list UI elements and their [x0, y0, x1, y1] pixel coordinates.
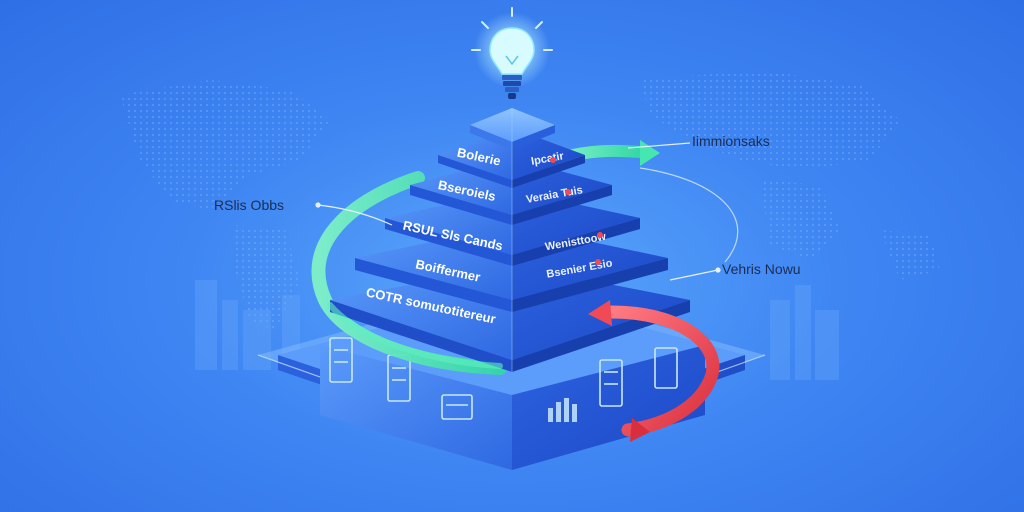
- pyramid-base-block: [320, 337, 705, 470]
- tier-4-marker: [595, 259, 601, 265]
- green-arrow-front: [327, 302, 503, 369]
- bar-chart-icon: [548, 398, 577, 422]
- world-map-icon: [120, 70, 940, 330]
- light-bulb-icon: [471, 7, 553, 99]
- tier-1-marker: [550, 157, 556, 163]
- callout-left: RSlis Obbs: [214, 197, 285, 213]
- tier-3-marker: [597, 232, 603, 238]
- tier-1-right-label: Ipcatir: [530, 150, 565, 168]
- callout-top-right: Iimmionsaks: [692, 133, 770, 149]
- tier-2-marker: [565, 189, 571, 195]
- callout-right: Vehris Nowu: [722, 261, 801, 277]
- red-cycle-arrow: [588, 300, 720, 442]
- callout-lines: [315, 142, 739, 281]
- city-skyline: [195, 280, 839, 380]
- pyramid: [330, 108, 690, 372]
